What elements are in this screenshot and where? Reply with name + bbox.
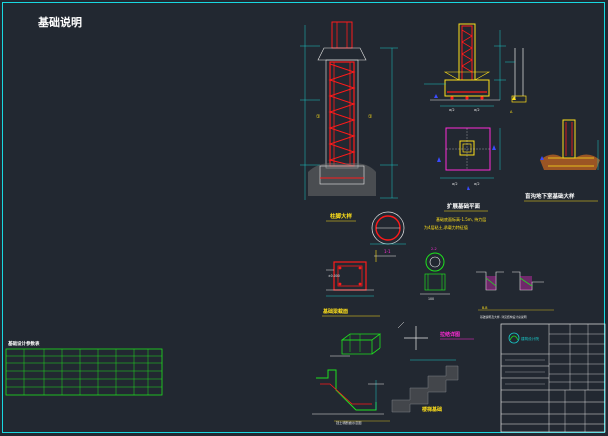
wall-tie-detail — [505, 48, 527, 103]
step-3d-detail — [330, 333, 382, 357]
blind-drain-label: 盲沟地下室基础大样 — [525, 192, 575, 200]
round-pier-detail: 100 — [420, 252, 450, 301]
beam-section-detail: ±0.000 — [326, 250, 396, 297]
footnote-text: 基础说明及大样, 详见结构设计总说明 — [480, 315, 527, 319]
step-foundation-details — [476, 271, 554, 311]
title-block-company: 建筑设计院 — [521, 336, 539, 341]
blind-drain-detail — [540, 119, 600, 170]
retaining-wall-section — [312, 369, 384, 415]
stair-base-label: 楼梯基础 — [422, 406, 442, 413]
company-logo-icon — [508, 332, 520, 344]
svg-text:100: 100 — [428, 297, 434, 301]
base-note-line2: 为4层粘土,承载力特征值 — [424, 224, 468, 230]
svg-text:①: ① — [316, 114, 321, 120]
svg-text:±0.000: ±0.000 — [328, 274, 340, 278]
section-a-label: A — [510, 110, 513, 114]
svg-text:a/2: a/2 — [474, 108, 480, 112]
section-b-label: B-B — [482, 306, 487, 310]
column-base-label: 柱脚大样 — [330, 212, 353, 220]
sheet-title: 基础说明 — [38, 16, 82, 29]
svg-text:①: ① — [368, 114, 373, 120]
beam-section-label: 基础梁截面 — [322, 308, 348, 315]
expanded-base-plan-label: 扩展基础平面 — [447, 202, 481, 210]
stair-base-detail — [391, 359, 459, 413]
title-block — [500, 323, 606, 433]
parameter-table-title: 基础设计参数表 — [8, 340, 40, 347]
svg-text:a/2: a/2 — [452, 182, 458, 186]
section-2-label: 2-2 — [431, 247, 437, 251]
svg-text:a/2: a/2 — [474, 182, 480, 186]
svg-text:a/2: a/2 — [449, 108, 455, 112]
column-base-detail: ① ① — [300, 21, 398, 200]
parameter-table — [5, 348, 163, 396]
tie-detail-label: 拉结详图 — [440, 331, 460, 338]
tie-cross-detail — [397, 321, 428, 350]
footing-section: a/2 a/2 — [424, 23, 506, 112]
retaining-section-label: 挡土墙断面示意图 — [336, 420, 362, 425]
footing-plan: a/2 a/2 — [437, 127, 501, 190]
circular-column-section — [370, 211, 406, 245]
base-note-line1: 基础底面标高-1.5m, 持力层 — [436, 216, 486, 222]
section-1-1-label: 1-1 — [384, 249, 391, 254]
